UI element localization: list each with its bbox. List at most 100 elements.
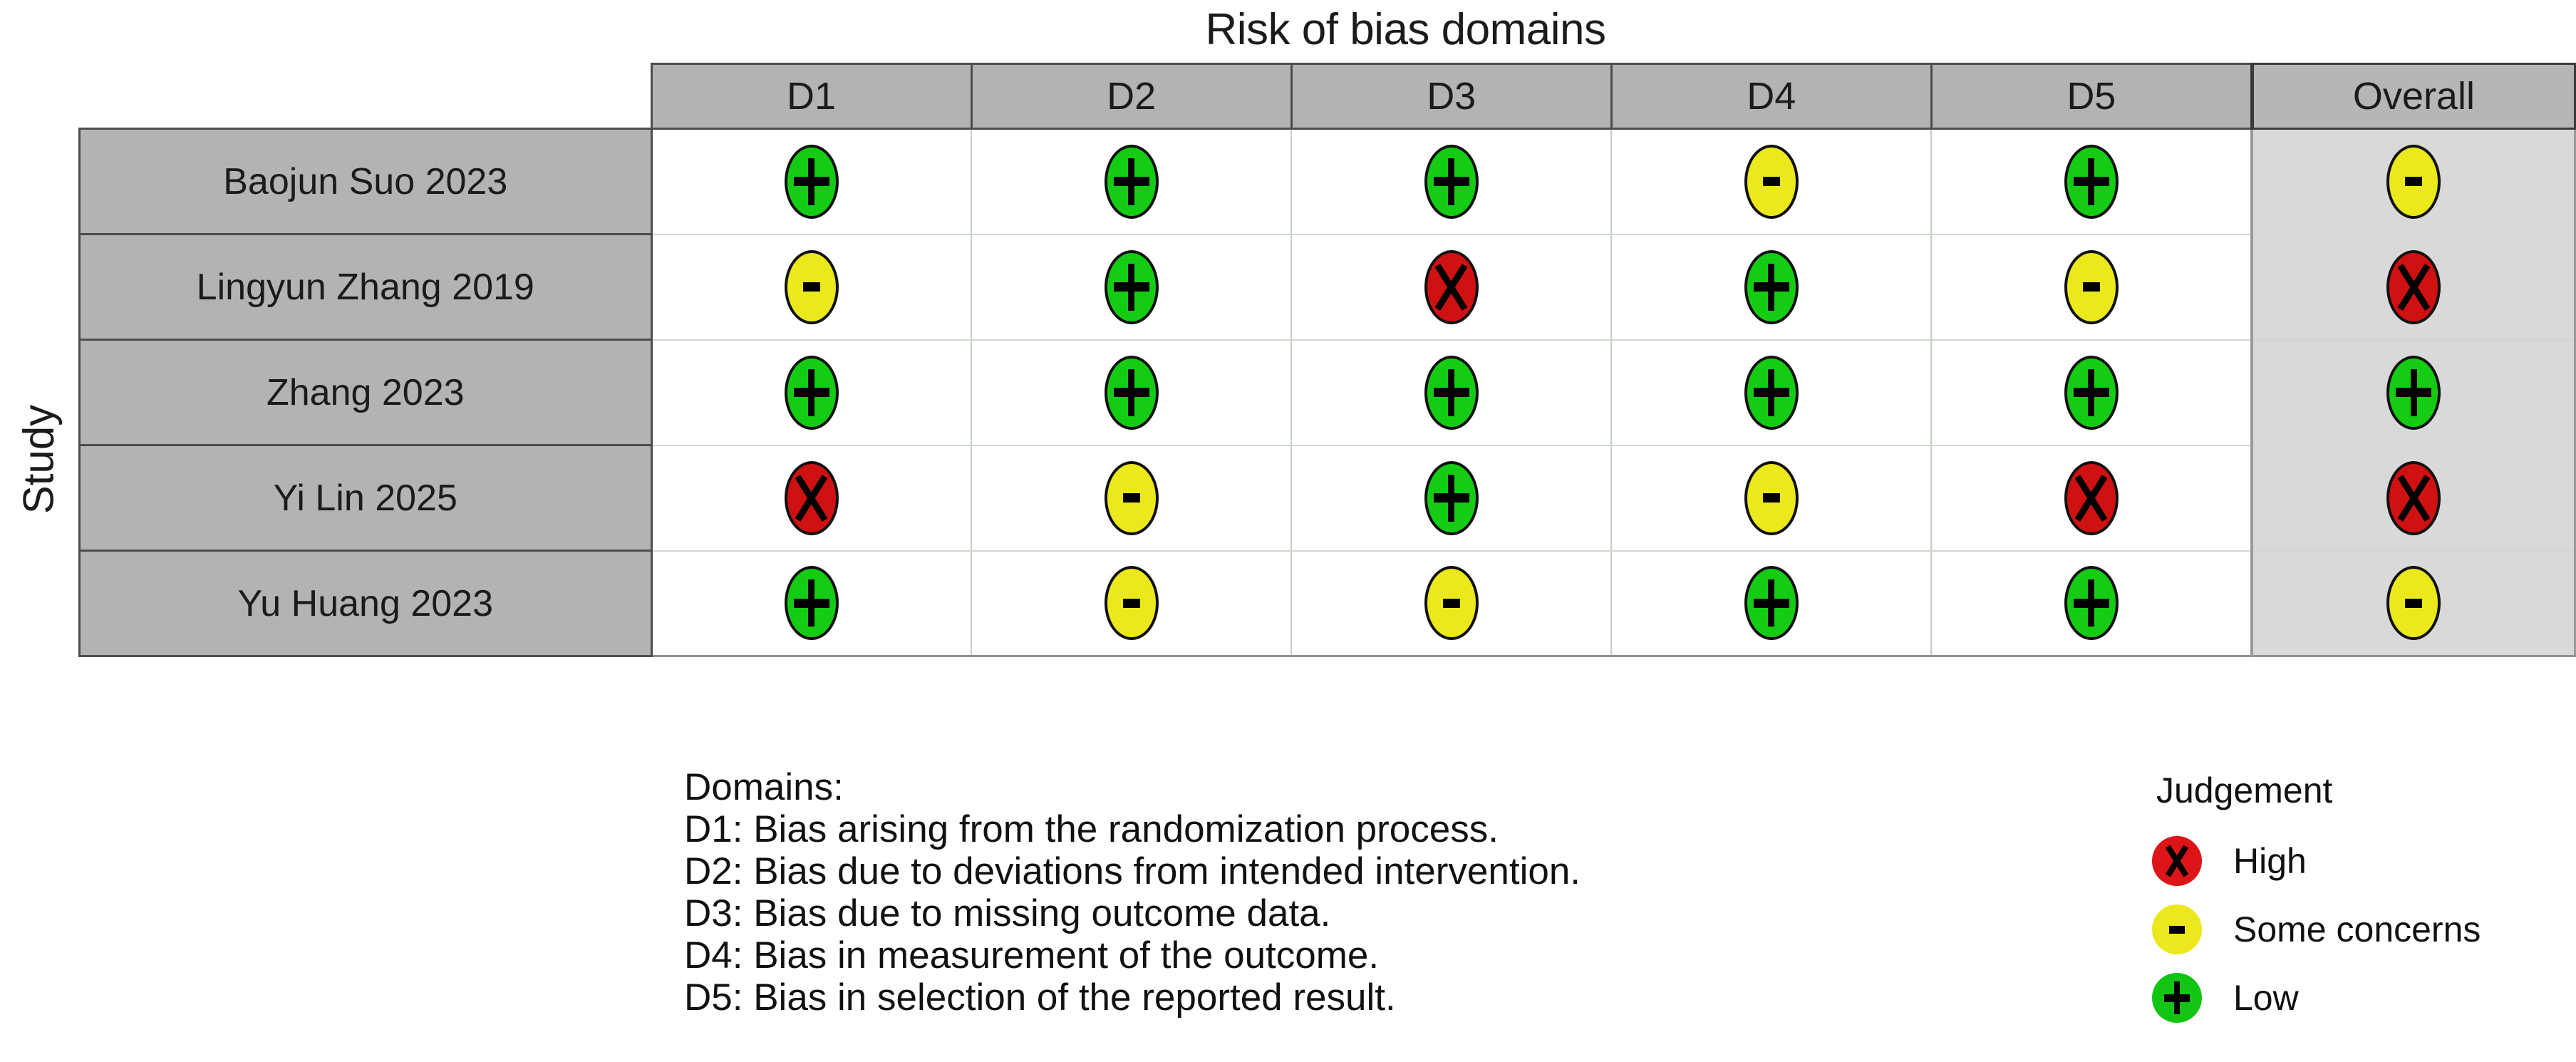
low-risk-icon [784,355,839,430]
domains-legend-d1: D1: Bias arising from the randomization … [684,808,1499,851]
column-header-d5[interactable]: D5 [1930,63,2253,130]
domains-legend-d5: D5: Bias in selection of the reported re… [684,976,1396,1019]
domains-legend-d4: D4: Bias in measurement of the outcome. [684,934,1380,977]
column-header-d3[interactable]: D3 [1290,63,1613,130]
study-label[interactable]: Yu Huang 2023 [78,550,653,657]
high-risk-icon [784,460,839,535]
low-risk-icon [1424,460,1479,535]
judgement-cell-d2[interactable] [971,339,1293,446]
judgement-cell-overall[interactable] [2250,128,2576,235]
judgement-cell-d4[interactable] [1610,339,1933,446]
domains-legend-d3: D3: Bias due to missing outcome data. [684,892,1331,935]
low-risk-icon [1104,144,1159,219]
judgement-cell-d2[interactable] [971,550,1293,657]
judgement-cell-d3[interactable] [1290,444,1613,552]
some-concerns-icon [784,249,839,324]
judgement-cell-d3[interactable] [1290,550,1613,657]
some-concerns-icon [1104,460,1159,535]
high-risk-icon [1424,249,1479,324]
low-risk-icon [1104,249,1159,324]
page-title: Risk of bias domains [1205,5,1606,54]
domains-legend: Domains: D1: Bias arising from the rando… [684,766,1581,1019]
study-axis-label: Study [14,404,63,515]
low-risk-icon [784,566,839,641]
judgement-cell-d4[interactable] [1610,444,1933,552]
low-risk-icon [2064,566,2119,641]
low-risk-icon [1744,249,1799,324]
table-row: Baojun Suo 2023 [78,128,2576,235]
judgement-cell-d1[interactable] [651,444,973,552]
low-risk-icon [1424,144,1479,219]
column-header-overall[interactable]: Overall [2250,63,2576,130]
judgement-cell-d3[interactable] [1290,339,1613,446]
low-risk-icon [1744,355,1799,430]
judgement-cell-d2[interactable] [971,128,1293,235]
low-risk-icon [2152,973,2202,1023]
high-risk-icon [2386,460,2441,535]
legend-label-high: High [2233,841,2307,881]
some-concerns-icon [2064,249,2119,324]
judgement-cell-d4[interactable] [1610,128,1933,235]
some-concerns-icon [2152,904,2202,954]
judgement-cell-d4[interactable] [1610,550,1933,657]
study-label[interactable]: Baojun Suo 2023 [78,128,653,235]
low-risk-icon [2064,144,2119,219]
judgement-cell-d5[interactable] [1930,444,2253,552]
legend-label-low: Low [2233,978,2299,1018]
judgement-cell-d1[interactable] [651,128,973,235]
study-label[interactable]: Zhang 2023 [78,339,653,446]
low-risk-icon [1424,355,1479,430]
judgement-cell-d3[interactable] [1290,233,1613,341]
legend-item-low: Low [2152,964,2481,1032]
table-row: Lingyun Zhang 2019 [78,233,2576,341]
judgement-cell-d2[interactable] [971,444,1293,552]
domains-legend-d2: D2: Bias due to deviations from intended… [684,850,1581,893]
table-header-row: D1 D2 D3 D4 D5 Overall [80,63,2576,130]
study-label[interactable]: Lingyun Zhang 2019 [78,233,653,341]
judgement-cell-d5[interactable] [1930,550,2253,657]
legend-item-some-concerns: Some concerns [2152,895,2481,964]
high-risk-icon [2152,836,2202,886]
some-concerns-icon [1744,144,1799,219]
some-concerns-icon [1104,566,1159,641]
some-concerns-icon [1744,460,1799,535]
low-risk-icon [2064,355,2119,430]
judgement-cell-d1[interactable] [651,339,973,446]
some-concerns-icon [1424,566,1479,641]
domains-legend-heading: Domains: [684,766,844,808]
header-corner-spacer [80,64,652,129]
table-row: Zhang 2023 [78,339,2576,446]
study-label[interactable]: Yi Lin 2025 [78,444,653,552]
low-risk-icon [2386,355,2441,430]
judgement-legend-title: Judgement [2156,770,2333,810]
judgement-cell-overall[interactable] [2250,233,2576,341]
judgement-cell-d4[interactable] [1610,233,1933,341]
column-header-d1[interactable]: D1 [650,63,973,130]
table-row: Yi Lin 2025 [78,444,2576,552]
column-header-d4[interactable]: D4 [1610,63,1933,130]
legend-item-high: High [2152,827,2481,895]
some-concerns-icon [2386,144,2441,219]
low-risk-icon [1744,566,1799,641]
judgement-cell-overall[interactable] [2250,339,2576,446]
judgement-legend: Judgement High Some concerns Low [2152,770,2481,1032]
judgement-cell-d5[interactable] [1930,128,2253,235]
high-risk-icon [2064,460,2119,535]
some-concerns-icon [2386,566,2441,641]
judgement-cell-d2[interactable] [971,233,1293,341]
table-row: Yu Huang 2023 [78,550,2576,657]
judgement-cell-overall[interactable] [2250,444,2576,552]
judgement-cell-d5[interactable] [1930,233,2253,341]
judgement-cell-d1[interactable] [651,233,973,341]
legend-label-some-concerns: Some concerns [2233,909,2481,949]
high-risk-icon [2386,249,2441,324]
low-risk-icon [784,144,839,219]
judgement-cell-d3[interactable] [1290,128,1613,235]
judgement-cell-overall[interactable] [2250,550,2576,657]
low-risk-icon [1104,355,1159,430]
judgement-cell-d1[interactable] [651,550,973,657]
judgement-cell-d5[interactable] [1930,339,2253,446]
column-header-d2[interactable]: D2 [970,63,1293,130]
